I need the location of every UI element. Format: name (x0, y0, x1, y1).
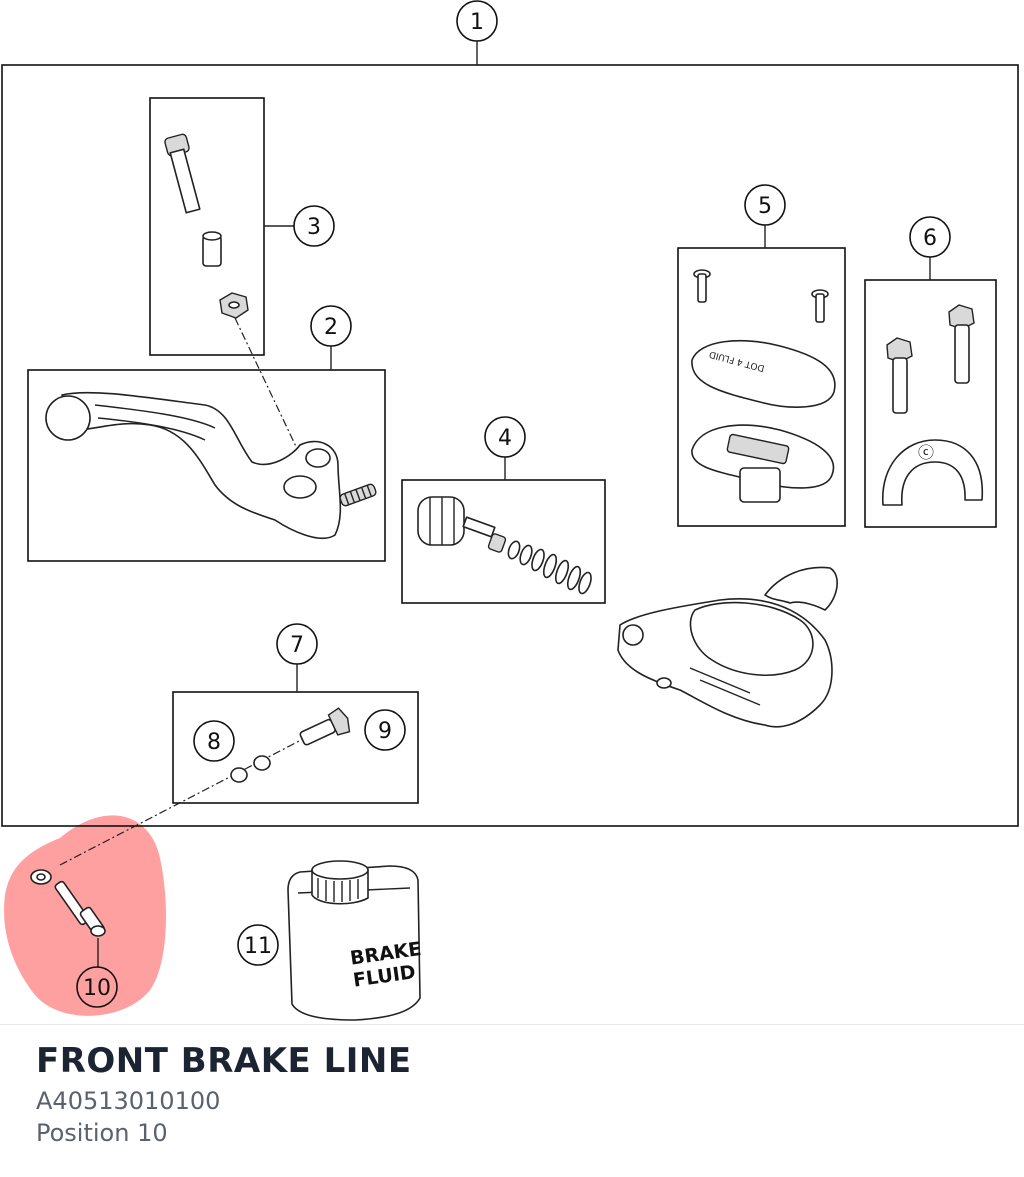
assembly-frame (1, 64, 1019, 827)
svg-text:5: 5 (758, 194, 772, 219)
piston-kit-illustration (417, 496, 592, 595)
box-position-5 (677, 247, 846, 527)
callout-11[interactable]: 11 (237, 924, 279, 966)
svg-text:3: 3 (307, 215, 321, 240)
part-info-panel: FRONT BRAKE LINE A40513010100 Position 1… (0, 1024, 1024, 1177)
callout-2[interactable]: 2 (310, 305, 352, 347)
box-position-7 (172, 691, 419, 804)
callout-8[interactable]: 8 (193, 720, 235, 762)
svg-text:1: 1 (470, 10, 484, 35)
part-position: Position 10 (36, 1119, 168, 1147)
callout-5[interactable]: 5 (744, 184, 786, 226)
svg-text:7: 7 (290, 633, 304, 658)
callout-4[interactable]: 4 (484, 416, 526, 458)
brake-fluid-bottle-illustration: BRAKE FLUID (287, 860, 423, 1021)
reservoir-cover-kit-illustration: DOT 4 FLUID (691, 269, 836, 503)
master-cylinder-body-illustration (617, 566, 838, 728)
exploded-parts-diagram: DOT 4 FLUID ⓒ (1, 0, 1019, 1021)
lever-bolt-kit-illustration (164, 133, 249, 319)
svg-text:2: 2 (324, 315, 338, 340)
callout-9[interactable]: 9 (364, 709, 406, 751)
banjo-bolt-kit-illustration (230, 707, 351, 783)
handlebar-clamp-kit-illustration: ⓒ (882, 304, 984, 506)
part-name: FRONT BRAKE LINE (36, 1041, 412, 1081)
part-number: A40513010100 (36, 1087, 221, 1115)
box-position-4 (401, 479, 606, 604)
callout-6[interactable]: 6 (909, 216, 951, 258)
box-position-2 (27, 369, 386, 562)
front-brake-line-illustration[interactable] (30, 869, 106, 937)
svg-text:10: 10 (83, 976, 111, 1001)
callout-1[interactable]: 1 (456, 0, 498, 42)
svg-text:11: 11 (244, 934, 272, 959)
brake-lever-illustration (45, 391, 377, 540)
box-position-3 (149, 97, 265, 356)
callout-3[interactable]: 3 (293, 205, 335, 247)
callout-10[interactable]: 10 (76, 938, 118, 1008)
svg-text:8: 8 (207, 730, 221, 755)
svg-text:ⓒ: ⓒ (918, 443, 934, 462)
svg-text:4: 4 (498, 426, 512, 451)
svg-text:6: 6 (923, 226, 937, 251)
callout-7[interactable]: 7 (276, 623, 318, 665)
svg-text:9: 9 (378, 719, 392, 744)
